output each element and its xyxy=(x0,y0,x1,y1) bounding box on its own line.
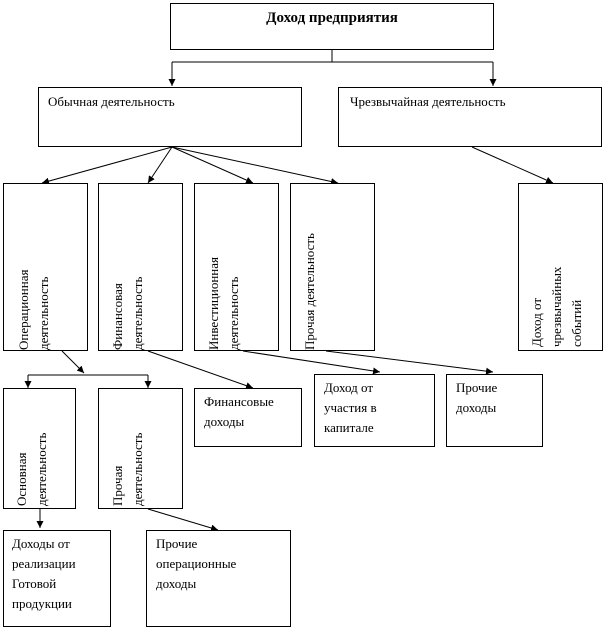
other-operational-activity-box xyxy=(98,388,183,509)
extraordinary-activity-label: Чрезвычайная деятельность xyxy=(350,94,506,109)
investment-activity-label: Инвестиционная деятельность xyxy=(206,257,241,350)
other-operational-activity-label: Прочая деятельность xyxy=(110,432,145,506)
extraordinary-income-box xyxy=(518,183,603,351)
operational-activity-label: Операционная деятельность xyxy=(16,269,51,350)
extraordinary-activity-box xyxy=(338,87,602,147)
capital-income-box xyxy=(314,374,435,447)
financial-income-label: Финансовые доходы xyxy=(204,394,274,429)
diagram-title: Доход предприятия xyxy=(266,10,398,26)
investment-activity-box xyxy=(194,183,279,351)
sales-income-label: Доходы от реализации Готовой продукции xyxy=(12,536,76,611)
financial-activity-label: Финансовая деятельность xyxy=(110,276,145,350)
main-activity-box xyxy=(3,388,76,509)
other-activity-label: Прочая деятельность xyxy=(302,233,317,350)
operational-activity-box xyxy=(3,183,88,351)
main-activity-label: Основная деятельность xyxy=(14,432,49,506)
other-operational-income-label: Прочие операционные доходы xyxy=(156,536,237,591)
sales-income-box xyxy=(3,530,111,627)
ordinary-activity-box xyxy=(38,87,302,147)
financial-activity-box xyxy=(98,183,183,351)
root-box xyxy=(170,3,494,50)
ordinary-activity-label: Обычная деятельность xyxy=(48,94,175,109)
other-income-label: Прочие доходы xyxy=(456,380,498,415)
other-operational-income-box xyxy=(146,530,291,627)
other-income-box xyxy=(446,374,543,447)
financial-income-box xyxy=(194,388,302,447)
other-activity-box xyxy=(290,183,375,351)
extraordinary-income-label: Доход от чрезвычайных событий xyxy=(529,266,584,347)
capital-income-label: Доход от участия в капитале xyxy=(324,380,377,435)
